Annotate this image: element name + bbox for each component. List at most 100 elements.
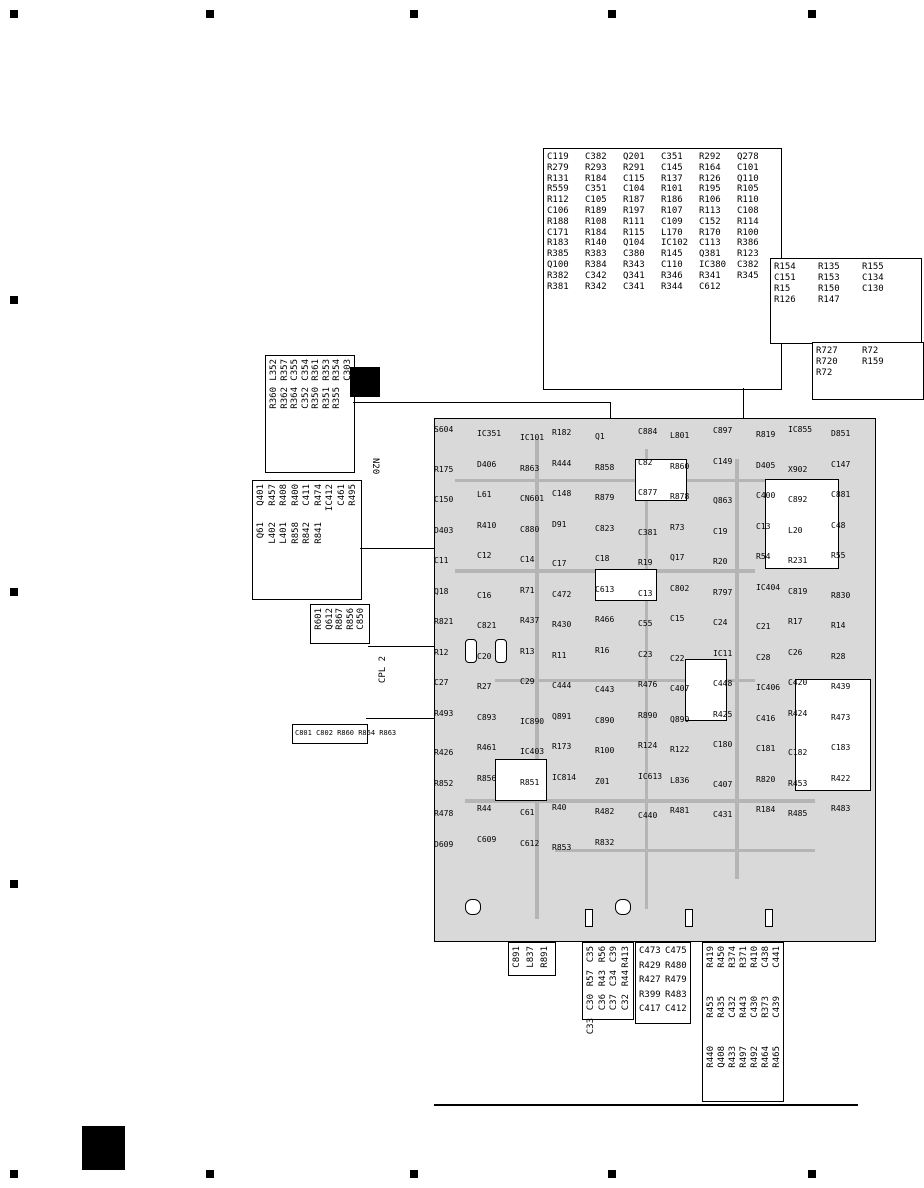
component-label: L402: [267, 522, 278, 544]
component-label: R170: [699, 227, 721, 238]
component-label: R357: [279, 359, 290, 381]
component-label: IC380: [699, 260, 727, 270]
board-component-label: R797: [713, 587, 733, 597]
board-component-label: C22: [670, 653, 685, 663]
ic-chip: [685, 659, 727, 721]
board-component-label: C150: [434, 495, 454, 504]
component-label: C37: [609, 994, 619, 1011]
board-component-label: C61: [520, 808, 535, 817]
component-label: C101: [737, 162, 759, 173]
component-label: R184: [585, 173, 607, 184]
registration-mark: [808, 1170, 816, 1178]
board-component-label: C148: [552, 489, 572, 498]
component-label: Q408: [717, 1046, 727, 1068]
board-component-label: Q890: [670, 714, 690, 724]
board-component-label: C21: [756, 622, 771, 631]
component-label: IC412: [325, 484, 335, 512]
component-label: R474: [313, 484, 324, 506]
board-component-label: C448: [713, 679, 733, 688]
component-label: L170: [661, 227, 683, 238]
component-label: R351: [321, 387, 332, 409]
board-component-label: IC404: [756, 582, 781, 592]
component-label: C119: [547, 152, 569, 162]
board-component-label: C444: [552, 681, 572, 690]
component-label: R135: [818, 262, 840, 272]
component-label: R147: [818, 295, 840, 305]
component-label: C612: [699, 281, 721, 292]
component-label: C342: [585, 270, 607, 281]
board-component-label: C407: [713, 779, 733, 789]
board-component-label: R122: [670, 745, 690, 754]
component-label: R101: [661, 184, 683, 195]
component-label: C430: [750, 996, 760, 1018]
board-component-label: R175: [434, 464, 454, 474]
board-component-label: R55: [831, 551, 846, 560]
board-component-label: C26: [788, 647, 803, 657]
board-component-label: R821: [434, 617, 454, 626]
board-component-label: C381: [638, 527, 658, 537]
board-component-label: C20: [477, 651, 492, 661]
component-label: R15: [774, 284, 791, 294]
component-label: C380: [623, 249, 645, 260]
board-component-label: R860: [670, 461, 690, 471]
board-component-label: IC613: [638, 771, 663, 781]
component-label: Q201: [623, 152, 645, 162]
component-label: R841: [313, 522, 324, 544]
board-component-label: R461: [477, 743, 497, 752]
board-component-label: Z01: [595, 776, 610, 786]
registration-mark: [10, 1170, 18, 1178]
board-component-label: IC101: [520, 433, 545, 442]
component-label: R727: [816, 346, 838, 356]
board-component-label: R851: [520, 777, 540, 787]
board-component-label: C28: [756, 652, 771, 662]
label-cpl: CPL 2: [378, 656, 388, 684]
board-component-label: R54: [756, 552, 771, 561]
component-label: IC102: [661, 238, 689, 249]
board-component-label: R437: [520, 616, 540, 625]
component-label: R154: [774, 262, 796, 272]
component-label: R360: [269, 387, 279, 409]
component-label: R153: [818, 273, 840, 283]
board-component-label: R858: [595, 462, 615, 472]
board-component-label: R820: [756, 774, 776, 784]
page-baseline: [434, 1104, 858, 1106]
component-label: R400: [290, 484, 301, 506]
component-label: C32: [620, 994, 631, 1011]
component-label: R601: [314, 608, 324, 630]
component-label: R293: [585, 162, 607, 173]
registration-mark: [10, 588, 18, 596]
registration-mark: [410, 10, 418, 18]
board-component-label: D406: [477, 459, 497, 469]
board-component-label: C19: [713, 526, 728, 536]
component-label: C411: [302, 484, 312, 506]
component-label: C36: [597, 994, 608, 1011]
board-component-label: C181: [756, 744, 776, 753]
board-component-label: C48: [831, 520, 846, 530]
component-label: C351: [585, 184, 607, 195]
board-component-label: R28: [831, 651, 846, 661]
component-label: R842: [302, 522, 312, 544]
board-component-label: R890: [638, 710, 658, 720]
label-n20: N20: [370, 458, 380, 475]
component-label: C438: [761, 946, 771, 968]
board-component-label: C55: [638, 619, 653, 628]
component-label: R410: [750, 946, 760, 968]
board-component-label: C180: [713, 740, 733, 749]
component-label: R131: [547, 173, 569, 184]
leader-line: [743, 388, 744, 420]
component-label: R164: [699, 162, 721, 173]
component-label: R126: [774, 295, 796, 305]
component-label: C105: [585, 195, 607, 206]
board-component-label: C27: [434, 678, 449, 687]
component-label: R483: [665, 989, 687, 1000]
board-component-label: C884: [638, 427, 658, 436]
board-component-label: R124: [638, 741, 658, 750]
board-component-label: R832: [595, 837, 615, 847]
component-label: R429: [639, 960, 661, 971]
board-component-label: IC11: [713, 648, 733, 658]
board-component-label: C897: [713, 426, 733, 435]
component-label: R867: [335, 608, 345, 630]
